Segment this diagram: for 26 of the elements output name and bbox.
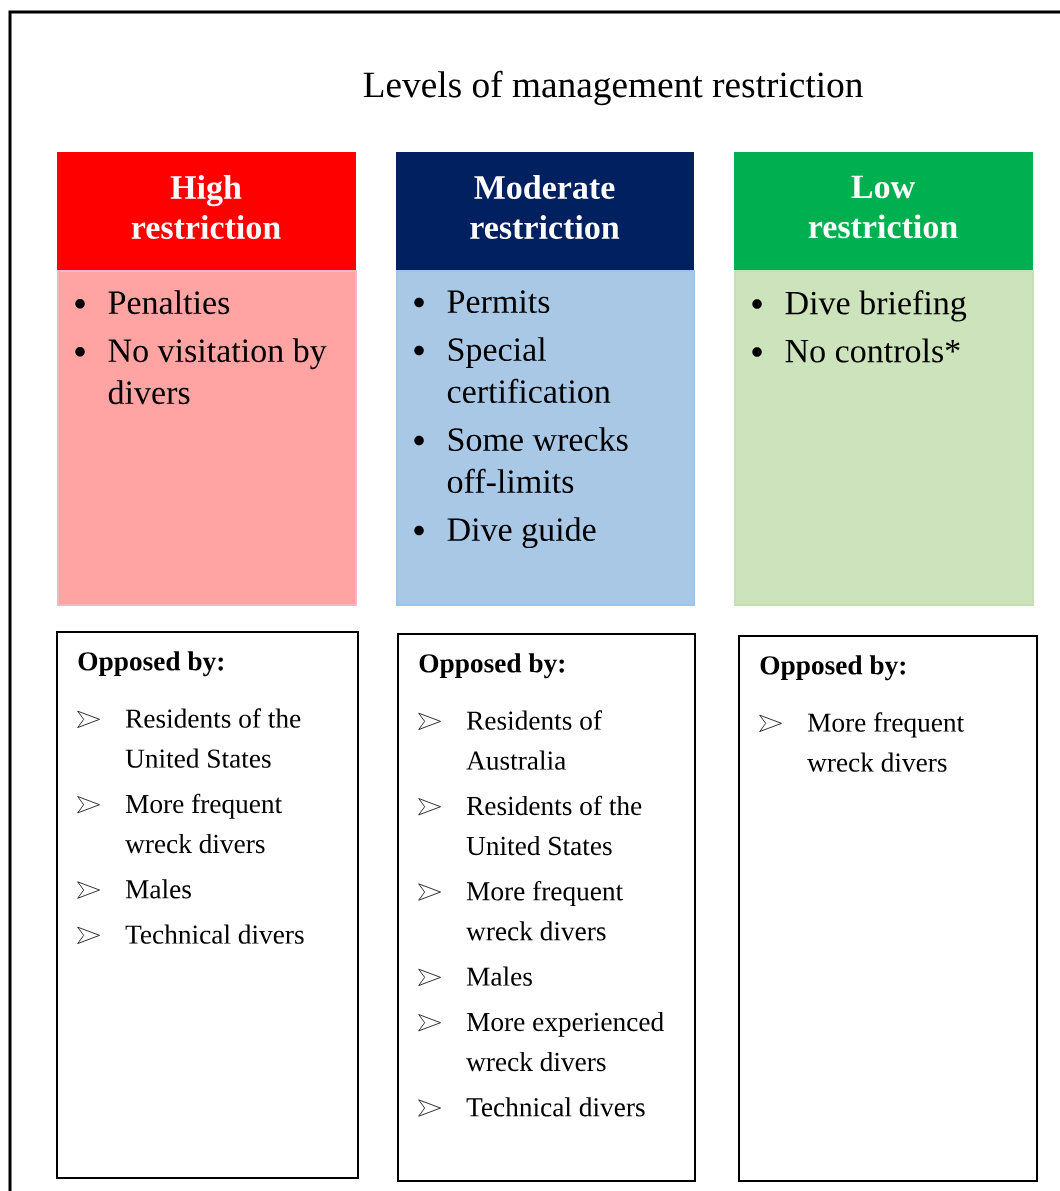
list-item: Technical divers bbox=[466, 1097, 645, 1117]
bullet-item: Dive guide bbox=[447, 517, 596, 549]
list-heading: Opposed by: bbox=[78, 651, 223, 677]
header-text: Moderate restriction bbox=[470, 175, 620, 239]
list-item: More frequent wreck divers bbox=[466, 881, 623, 941]
bullet-item: Permits bbox=[447, 290, 550, 314]
list-item: More frequent wreck divers bbox=[125, 793, 282, 854]
list-item: Technical divers bbox=[125, 924, 304, 944]
list-item: Males bbox=[125, 879, 191, 899]
bullet-item: No visitation by divers bbox=[108, 338, 327, 405]
bullet-item: Penalties bbox=[108, 290, 230, 315]
list-item: More frequent wreck divers bbox=[807, 712, 964, 772]
bullet-item: Some wrecks off-limits bbox=[447, 427, 628, 494]
list-item: Residents of Australia bbox=[466, 710, 602, 770]
list-item: More experienced wreck divers bbox=[466, 1011, 664, 1072]
list-item: Residents of the United States bbox=[466, 795, 642, 856]
header-text: Low restriction bbox=[808, 175, 958, 239]
header-text: High restriction bbox=[131, 175, 281, 239]
bullet-item: Dive briefing bbox=[785, 290, 967, 322]
list-heading: Opposed by: bbox=[760, 655, 905, 681]
bullet-item: No controls* bbox=[785, 338, 960, 363]
list-heading: Opposed by: bbox=[419, 653, 564, 679]
bullet-item: Special certification bbox=[447, 337, 611, 404]
list-item: Males bbox=[466, 966, 532, 986]
title: Levels of management restriction bbox=[363, 70, 863, 106]
list-item: Residents of the United States bbox=[125, 708, 301, 768]
